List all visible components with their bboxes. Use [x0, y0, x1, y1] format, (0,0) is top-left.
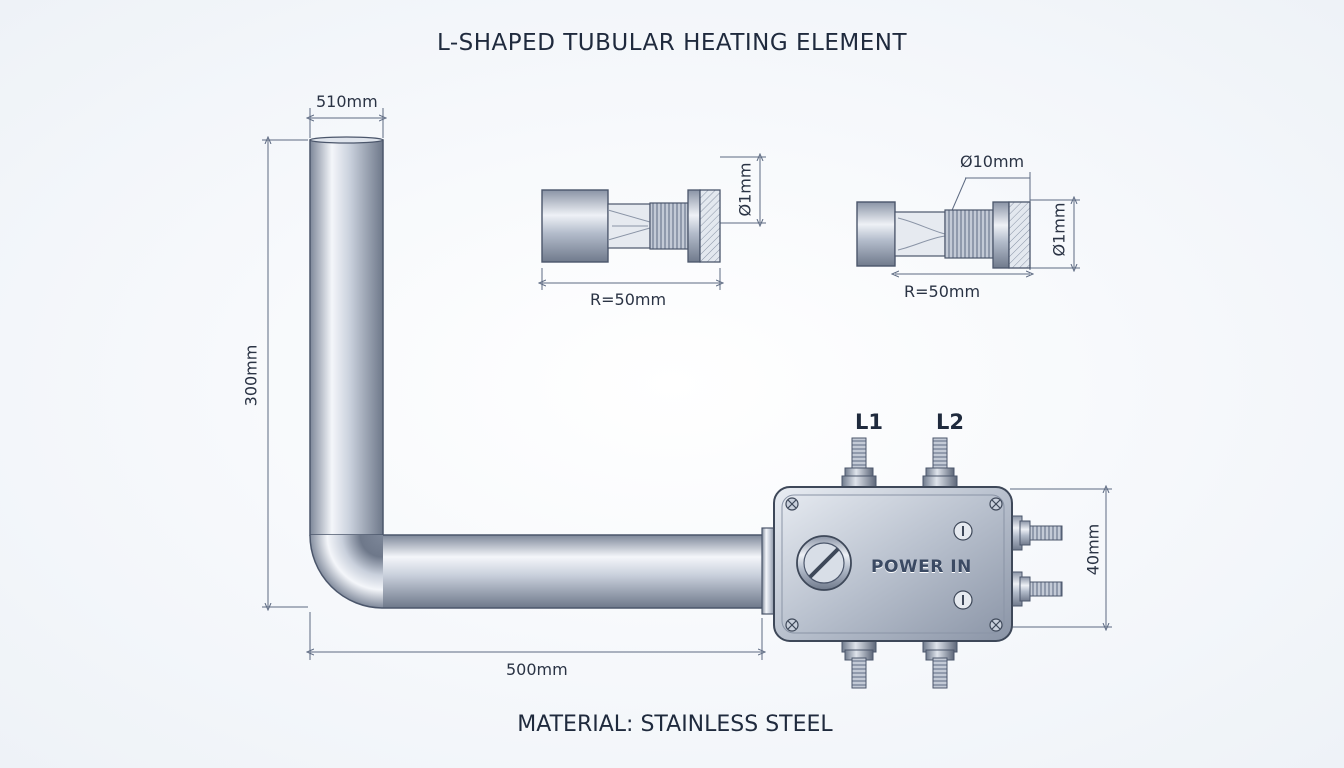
- terminal-l2-label: L2: [936, 410, 964, 434]
- fitting-1: [541, 189, 721, 263]
- terminal-studs-bottom: [841, 639, 958, 689]
- dim-box-height: 40mm: [1083, 523, 1103, 576]
- dim-bottom-length: 500mm: [506, 660, 568, 679]
- dim-fitting1-length: R=50mm: [590, 290, 667, 309]
- dimension-lines: [262, 108, 1112, 660]
- junction-box: [773, 486, 1013, 642]
- dim-fitting2-diameter: Ø1mm: [1049, 202, 1069, 257]
- terminal-studs-top: [841, 437, 958, 489]
- dim-top-width: 510mm: [316, 92, 378, 111]
- fitting-2: [856, 201, 1031, 269]
- dim-fitting2-length: R=50mm: [904, 282, 981, 301]
- dim-fitting2-tube-diameter: Ø10mm: [960, 152, 1025, 171]
- diagram-title: L-SHAPED TUBULAR HEATING ELEMENT: [436, 30, 908, 56]
- l-shaped-tube: [309, 136, 777, 615]
- terminal-l1-label: L1: [855, 410, 883, 434]
- power-in-label: POWER IN: [871, 557, 972, 577]
- material-label: MATERIAL: STAINLESS STEEL: [517, 712, 833, 737]
- terminal-studs-right: [1009, 515, 1063, 607]
- dim-height: 300mm: [241, 344, 261, 407]
- dim-fitting1-diameter: Ø1mm: [735, 162, 755, 217]
